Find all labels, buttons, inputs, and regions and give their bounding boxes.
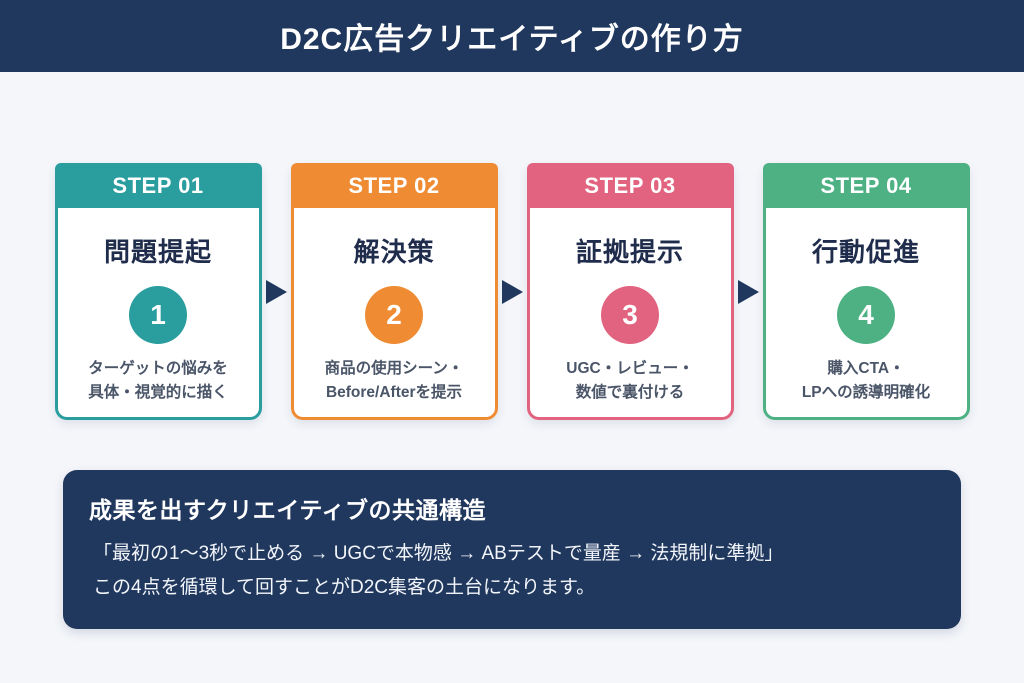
summary-text: 「最初の1〜3秒で止める → UGCで本物感 → ABテストで量産 → 法規制に… — [89, 537, 935, 605]
step-2-body: 解決策 2 商品の使用シーン・ Before/Afterを提示 — [290, 208, 498, 420]
step-1-body: 問題提起 1 ターゲットの悩みを 具体・視覚的に描く — [54, 208, 262, 420]
step-4-description: 購入CTA・ LPへの誘導明確化 — [802, 357, 930, 405]
step-4-number-badge: 4 — [837, 286, 895, 344]
step-4-title: 行動促進 — [811, 237, 920, 267]
arrow-right-icon — [265, 279, 287, 304]
step-4-description-line1: 購入CTA・ — [827, 360, 905, 377]
steps-row: STEP 01 問題提起 1 ターゲットの悩みを 具体・視覚的に描く STEP … — [0, 163, 1024, 420]
summary-heading: 成果を出すクリエイティブの共通構造 — [89, 497, 486, 523]
step-1-description-line2: 具体・視覚的に描く — [88, 384, 228, 402]
step-card-4: STEP 04 行動促進 4 購入CTA・ LPへの誘導明確化 — [762, 163, 970, 420]
summary-box: 成果を出すクリエイティブの共通構造 「最初の1〜3秒で止める → UGCで本物感… — [63, 470, 961, 630]
step-4-body: 行動促進 4 購入CTA・ LPへの誘導明確化 — [762, 208, 970, 420]
step-2-description: 商品の使用シーン・ Before/Afterを提示 — [325, 357, 464, 405]
step-3-body: 証拠提示 3 UGC・レビュー・ 数値で裏付ける — [526, 208, 734, 420]
step-card-2: STEP 02 解決策 2 商品の使用シーン・ Before/Afterを提示 — [290, 163, 498, 420]
title-bar: D2C広告クリエイティブの作り方 — [0, 0, 1024, 72]
step-card-3: STEP 03 証拠提示 3 UGC・レビュー・ 数値で裏付ける — [526, 163, 734, 420]
step-3-title: 証拠提示 — [575, 237, 684, 267]
summary-line2: この4点を循環して回すことがD2C集客の土台になります。 — [93, 577, 596, 599]
step-2-header: STEP 02 — [290, 163, 498, 208]
summary-line1: 「最初の1〜3秒で止める → UGCで本物感 → ABテストで量産 → 法規制に… — [93, 543, 784, 564]
step-1-title: 問題提起 — [103, 237, 212, 267]
step-3-description: UGC・レビュー・ 数値で裏付ける — [566, 357, 693, 405]
step-1-header: STEP 01 — [54, 163, 262, 208]
step-4-header: STEP 04 — [762, 163, 970, 208]
page-title: D2C広告クリエイティブの作り方 — [280, 23, 744, 56]
step-2-description-line1: 商品の使用シーン・ — [324, 360, 464, 377]
step-3-header: STEP 03 — [526, 163, 734, 208]
arrow-right-icon — [737, 279, 759, 304]
arrow-right-icon — [501, 279, 523, 304]
step-3-number-badge: 3 — [601, 286, 659, 344]
step-1-description: ターゲットの悩みを 具体・視覚的に描く — [88, 357, 228, 405]
step-2-title: 解決策 — [353, 237, 435, 267]
step-2-description-line2: Before/Afterを提示 — [325, 384, 463, 402]
step-1-number-badge: 1 — [129, 286, 187, 344]
step-3-description-line2: 数値で裏付ける — [575, 384, 685, 402]
step-4-description-line2: LPへの誘導明確化 — [801, 384, 931, 402]
step-card-1: STEP 01 問題提起 1 ターゲットの悩みを 具体・視覚的に描く — [54, 163, 262, 420]
step-2-number-badge: 2 — [365, 286, 423, 344]
step-3-description-line1: UGC・レビュー・ — [566, 360, 694, 377]
step-1-description-line1: ターゲットの悩みを — [88, 360, 228, 377]
